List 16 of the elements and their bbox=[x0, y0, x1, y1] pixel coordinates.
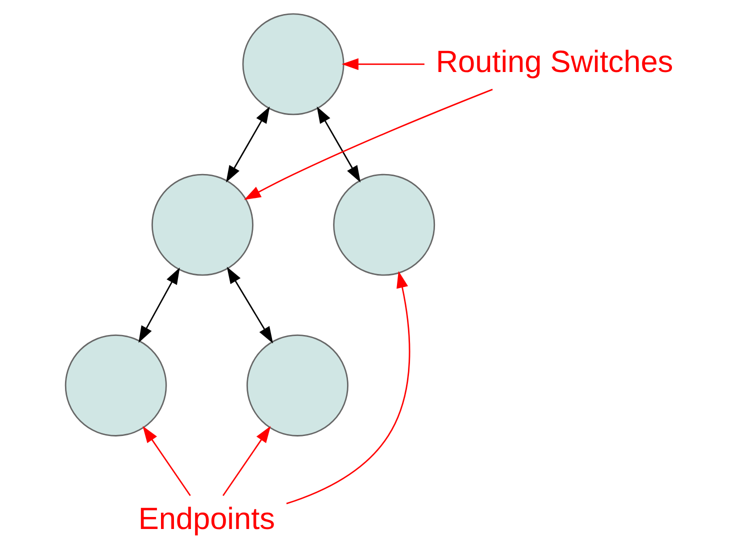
arrow bbox=[341, 58, 424, 70]
node-circle bbox=[242, 13, 344, 116]
arrow bbox=[142, 426, 190, 496]
node-circle bbox=[151, 174, 253, 276]
arrow bbox=[138, 268, 180, 343]
node-circle bbox=[64, 334, 166, 436]
node-circle bbox=[246, 334, 348, 436]
arrow bbox=[222, 426, 270, 496]
arrow bbox=[316, 106, 360, 183]
node-circle bbox=[332, 174, 435, 276]
arrow bbox=[226, 106, 270, 183]
node-text: Endpoints bbox=[138, 500, 274, 536]
arrow bbox=[226, 266, 273, 344]
arrow bbox=[286, 271, 410, 504]
node-text: Routing Switches bbox=[435, 44, 673, 79]
arrow bbox=[244, 88, 492, 200]
